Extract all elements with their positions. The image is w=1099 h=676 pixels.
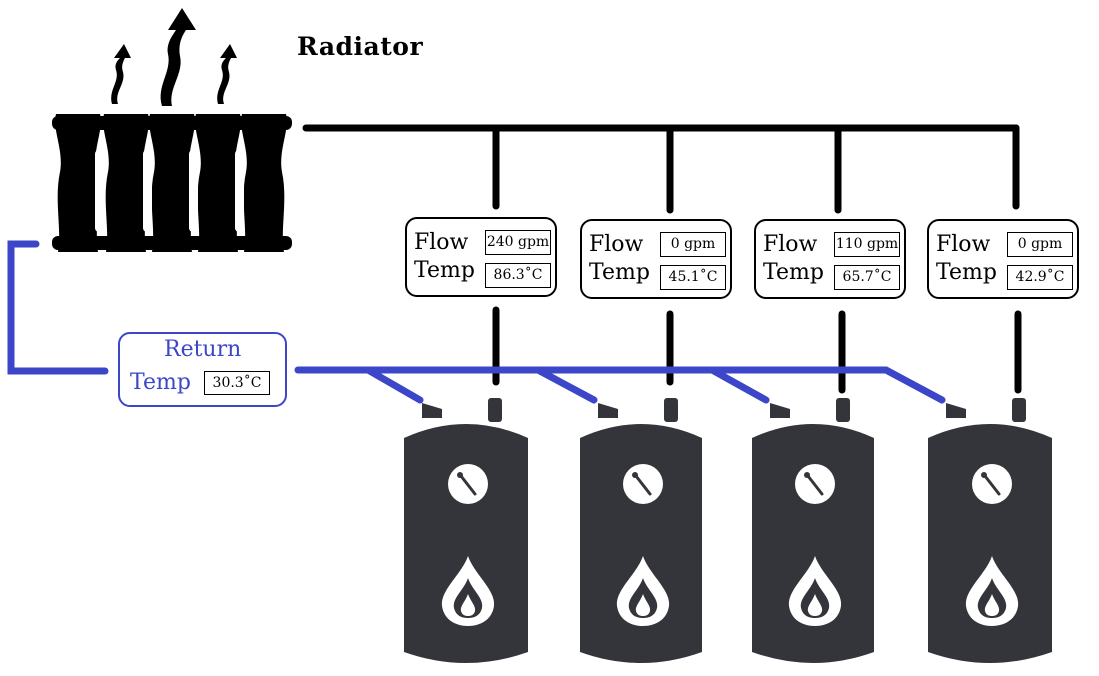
return-label: Return [164, 337, 242, 362]
return-pipe [7, 240, 946, 404]
temp-value: 65.7˚C [834, 265, 900, 290]
tank-body [928, 424, 1052, 663]
heater-panel-1: Flow Temp 240 gpm 86.3˚C [405, 217, 557, 297]
flame-icon [616, 556, 670, 626]
water-heater-1 [404, 398, 528, 663]
flow-value: 0 gpm [660, 232, 726, 257]
flow-label: Flow [936, 232, 991, 257]
temp-label: Temp [763, 260, 824, 285]
tank-body [752, 424, 874, 663]
water-heater-4 [928, 398, 1052, 663]
flow-label: Flow [763, 232, 818, 257]
temp-label: Temp [414, 258, 475, 283]
temp-value: 42.9˚C [1007, 265, 1073, 290]
temp-value: 86.3˚C [485, 263, 551, 288]
tank-body [580, 424, 702, 663]
heater-panel-2: Flow Temp 0 gpm 45.1˚C [580, 219, 732, 299]
water-heater-2 [580, 398, 702, 663]
flow-label: Flow [589, 232, 644, 257]
heat-wave-icon [111, 8, 237, 106]
temp-label: Temp [936, 260, 997, 285]
flow-label: Flow [414, 230, 469, 255]
flow-value: 240 gpm [485, 230, 551, 255]
return-temp-value: 30.3˚C [204, 371, 270, 395]
heater-panel-4: Flow Temp 0 gpm 42.9˚C [927, 219, 1079, 299]
water-heater-3 [752, 398, 874, 663]
radiator-title: Radiator [297, 32, 424, 61]
flame-icon [965, 556, 1019, 626]
flow-value: 0 gpm [1007, 232, 1073, 257]
pressure-gauge-icon [795, 464, 835, 504]
flow-value: 110 gpm [834, 232, 900, 257]
return-panel: Return Temp 30.3˚C [118, 332, 287, 407]
temp-value: 45.1˚C [660, 265, 726, 290]
radiator-icon [52, 114, 292, 252]
heater-panel-3: Flow Temp 110 gpm 65.7˚C [754, 219, 906, 299]
pressure-gauge-icon [972, 464, 1012, 504]
pressure-gauge-icon [623, 464, 663, 504]
tank-body [404, 424, 528, 663]
flame-icon [788, 556, 842, 626]
flame-icon [441, 556, 495, 626]
temp-label: Temp [589, 260, 650, 285]
pressure-gauge-icon [448, 464, 488, 504]
return-temp-label: Temp [130, 370, 191, 395]
